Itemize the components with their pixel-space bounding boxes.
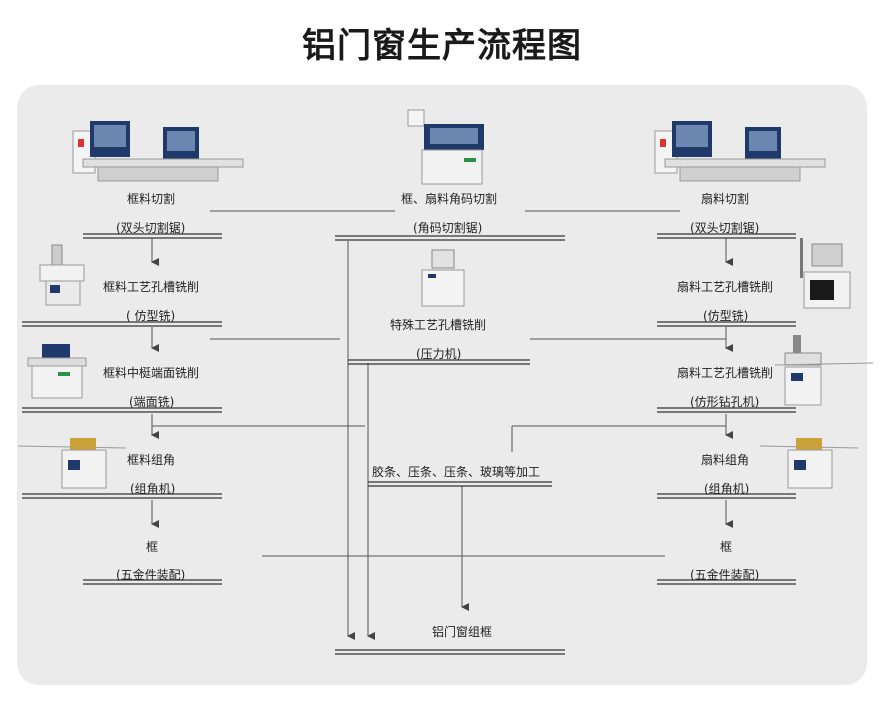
- flow-panel: [17, 85, 867, 685]
- left-step4-name: 框料组角: [127, 453, 176, 467]
- right-step5-machine: (五金件装配): [690, 568, 760, 582]
- left-step2-machine: ( 仿型铣): [126, 309, 176, 323]
- right-step2-name: 扇料工艺孔槽铣削: [677, 280, 774, 294]
- center-step2-name: 特殊工艺孔槽铣削: [390, 318, 487, 332]
- right-step3-name: 扇料工艺孔槽铣削: [677, 366, 774, 380]
- right-step1-name: 扇料切割: [701, 192, 750, 206]
- right-step4-name: 扇料组角: [701, 453, 750, 467]
- left-step2-name: 框料工艺孔槽铣削: [103, 280, 200, 294]
- right-step5-name: 框: [720, 540, 733, 554]
- corner-cleat-saw-image: [407, 109, 484, 185]
- left-step4-machine: (组角机): [130, 482, 176, 496]
- right-step4-machine: (组角机): [704, 482, 750, 496]
- right-step3-machine: (仿形钻孔机): [690, 395, 760, 409]
- center-step4-name: 铝门窗组框: [432, 625, 493, 639]
- corner-crimping-right-image: [760, 438, 859, 489]
- press-machine-image: [421, 249, 465, 307]
- left-step3-name: 框料中梃端面铣削: [103, 366, 200, 380]
- center-step3-name: 胶条、压条、压条、玻璃等加工: [372, 465, 541, 479]
- left-step5-name: 框: [146, 540, 159, 554]
- left-step5-machine: (五金件装配): [116, 568, 186, 582]
- center-step2-machine: (压力机): [416, 347, 462, 361]
- page-title: 铝门窗生产流程图: [302, 26, 582, 66]
- copy-router-right-image: [800, 238, 851, 309]
- corner-crimping-left-image: [18, 438, 127, 489]
- right-step1-machine: (双头切割锯): [690, 221, 760, 235]
- double-head-saw-left-image: [72, 121, 244, 182]
- right-step2-machine: (仿型铣): [703, 309, 749, 323]
- left-step1-name: 框料切割: [127, 192, 176, 206]
- center-step1-name: 框、扇料角码切割: [401, 192, 498, 206]
- double-head-saw-right-image: [654, 121, 826, 182]
- center-step1-machine: (角码切割锯): [413, 221, 483, 235]
- end-milling-machine-image: [27, 344, 87, 399]
- copy-router-left-image: [39, 244, 85, 306]
- copy-drill-machine-image: [775, 335, 874, 406]
- left-step1-machine: (双头切割锯): [116, 221, 186, 235]
- left-step3-machine: (端面铣): [129, 395, 175, 409]
